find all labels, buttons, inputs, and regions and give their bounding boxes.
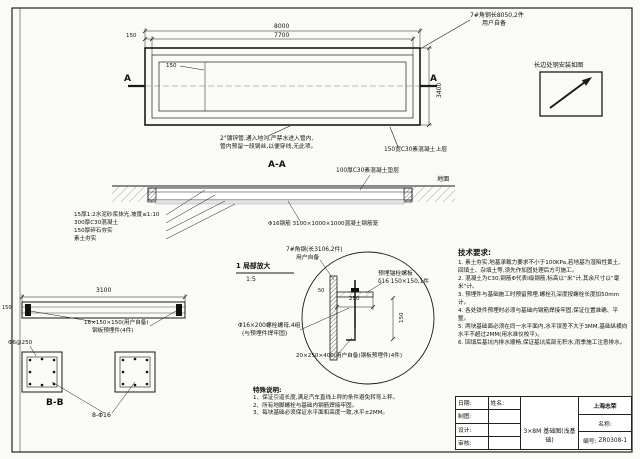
drawing-annotation: Φ16×200螺栓螺母,4组 [238,323,301,329]
drawing-annotation: 长边处钢安装如图 [534,62,584,69]
titleblock-checker-value [489,437,521,449]
detail-circle [236,251,435,385]
drawing-annotation: (与预埋件焊牢固) [242,331,288,337]
technical-requirement-item: 4. 各处铁件预埋时必须与基础内钢筋焊接牢固,保证位置准确、平整。 [458,308,618,322]
drawing-annotation: 3400 [436,82,443,98]
drawing-annotation: 150厚碎石夯实 [74,228,113,234]
drawing-annotation: Φ6@250 [8,340,33,346]
drawing-annotation: 8-Φ16 [92,412,111,419]
technical-requirements: 技术要求: 1. 素土夯实,地基承载力要求不小于100KPa,若地基为湿陷性黄土… [458,247,628,349]
special-note-item: 3、每块基础必须保证水平面和高度一致,水平±2MM。 [253,410,389,417]
drawing-annotation: 150 [399,312,405,324]
drawing-annotation: 7#角钢(长3106,2件) [286,247,343,253]
special-note-item: 2、所有地脚螺栓与基础内钢筋焊接牢固。 [253,402,358,409]
drawing-annotation: 150 [2,305,12,311]
drawing-annotation: 15厚1:2水泥砂浆抹光,坡度≤1:10 [74,212,160,218]
section-aa [112,174,455,240]
title-block: 日期: 姓名: 制图: 设计: 审核: 3×8M 基础图(浅基础) 上海志荣 名… [455,396,632,450]
drawing-annotation: 预埋锚栓螺板 [378,271,413,277]
drawing-annotation: Φ16钢筋 3100×1000×1000混凝土钢筋笼 [268,221,379,227]
drawing-annotation: 50 [318,288,325,294]
drawing-annotation: 管内预留一段钢丝,以便穿线,无此项。 [220,144,317,150]
titleblock-drawing-title: 3×8M 基础图(浅基础) [521,397,579,449]
titleblock-designer-label: 设计: [456,423,489,436]
drawing-annotation: 1 局部放大 [236,262,271,270]
technical-requirement-item: 2. 混凝土为C30,钢筋Φ代表Ⅰ级钢筋,标高以“米”计,其余尺寸以“毫米”计。 [458,276,620,290]
technical-requirement-item: 5. 两块基础面必须在同一水平面内,水平误差不大于3MM,基础纵横向水平不超过2… [458,324,628,338]
technical-requirement-item: 6. 回填后基坑内排水顺畅,保证基坑底部无积水,雨季施工注意排水。 [458,340,626,347]
titleblock-number-label: 编号: [582,439,597,446]
rebar-dots [28,357,149,387]
special-notes: 特殊说明: 1、保证引道长度,满足汽车直线上秤的条件避免转弯上秤。2、所有地脚螺… [253,384,449,418]
titleblock-designer-value [489,424,521,436]
special-notes-list: 1、保证引道长度,满足汽车直线上秤的条件避免转弯上秤。2、所有地脚螺栓与基础内钢… [253,395,449,418]
drawing-annotation: 用户自备 [296,255,320,261]
titleblock-name-label: 名称: [598,421,612,428]
drawing-annotation: 300厚C30混凝土 [74,220,119,226]
drawing-annotation: 钢板预埋件(4件) [92,328,134,334]
technical-requirements-title: 技术要求: [458,248,491,257]
sheet-frame [11,7,633,453]
titleblock-draftsman-label: 制图: [456,410,489,423]
titleblock-name-header: 姓名: [490,401,505,407]
section-bb [21,294,186,414]
technical-requirements-list: 1. 素土夯实,地基承载力要求不小于100KPa,若地基为湿陷性黄土、回填土、杂… [458,260,628,348]
drawing-annotation: 250 [349,296,360,302]
drawing-annotation: 用户自备 [482,20,507,27]
drawing-annotation: 100厚C30素混凝土垫层 [336,168,400,174]
special-note-item: 1、保证引道长度,满足汽车直线上秤的条件避免转弯上秤。 [253,395,399,401]
titleblock-company: 上海志荣 [579,397,631,415]
drawing-annotation: A [124,74,131,84]
titleblock-name-row: 名称: [579,415,631,433]
northeast-arrow-icon [581,77,592,86]
titleblock-number-row: 编号: ZR0308-1 [579,432,631,449]
drawing-annotation: 地面 [437,176,450,183]
drawing-annotation: 1:5 [246,276,256,283]
drawing-annotation: 2°镀锌管,通入地沟,严禁水进入管内, [220,136,314,142]
drawing-annotation: 7700 [274,32,290,39]
drawing-annotation: A-A [268,160,286,170]
drawing-annotation: 150宽C30素混凝土上层 [384,147,448,153]
title-block-left: 日期: 姓名: 制图: 设计: 审核: [456,397,521,449]
titleblock-checker-label: 审核: [456,436,489,449]
drawing-annotation: B-B [46,398,64,408]
special-notes-title: 特殊说明: [253,386,282,394]
drawing-annotation: A [430,74,437,84]
technical-requirement-item: 3. 预埋件与基础施工时预留预埋,螺栓孔深度按螺栓长度加50mm计。 [458,292,620,306]
drawing-annotation: 8000 [274,23,290,30]
drawing-annotation: 150 [166,63,177,69]
install-direction-box [539,71,603,117]
titleblock-date-label: 日期: [456,397,489,410]
drawing-annotation: 7#角钢长8050,2件 [470,12,524,19]
title-block-right: 上海志荣 名称: 编号: ZR0308-1 [579,397,631,449]
drawing-annotation: 3100 [96,287,112,294]
drawing-annotation: δ16 150×150,1件 [378,279,430,285]
dimension-ticks [19,28,432,342]
titleblock-number-value: ZR0308-1 [598,437,628,444]
drawing-annotation: 16×150×150(用户自备) [84,320,149,326]
technical-requirement-item: 1. 素土夯实,地基承载力要求不小于100KPa,若地基为湿陷性黄土、回填土、杂… [458,260,624,274]
drawing-annotation: 20×250×400(用户自备)钢板预埋件(4件) [296,353,403,359]
titleblock-draftsman-value [489,410,521,422]
plan-view [128,19,471,148]
drawing-annotation: 150 [126,33,137,39]
drawing-annotation: 素土夯实 [74,236,97,242]
